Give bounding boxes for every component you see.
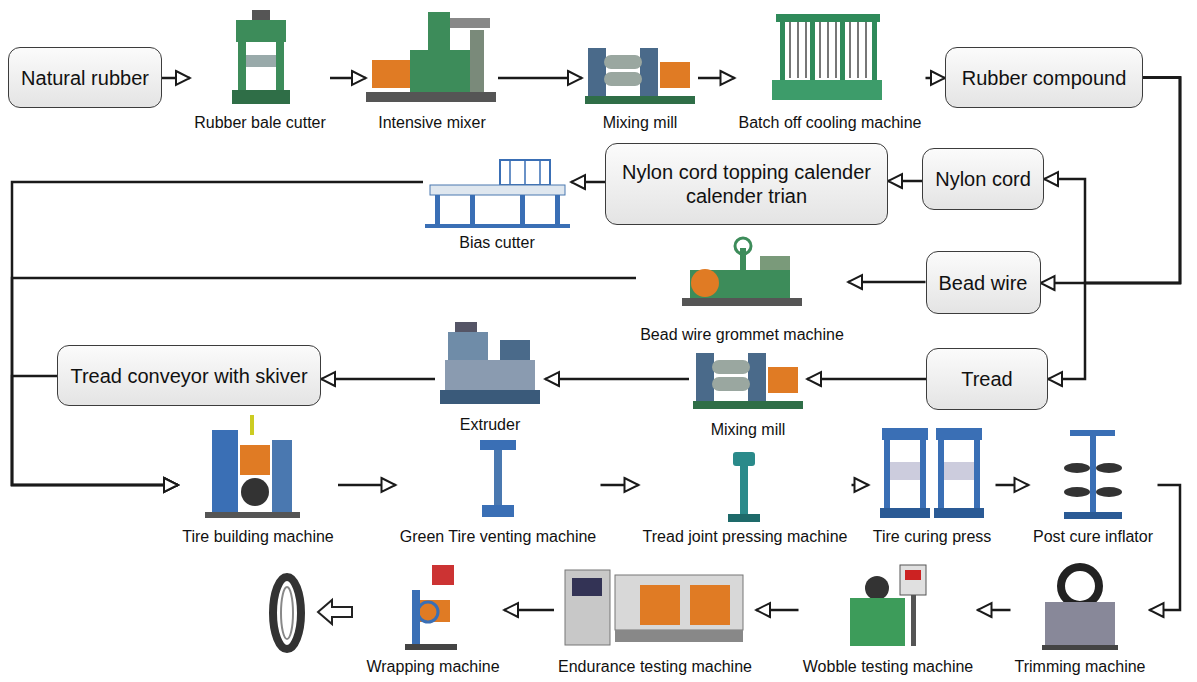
finished-tire: [273, 577, 301, 649]
flow-arrow: [504, 609, 554, 612]
wrapping-machine-figure: [405, 565, 457, 650]
grommet-machine-figure: [682, 238, 802, 306]
machine-caption: Batch off cooling machine: [739, 113, 922, 133]
venting-machine-figure: [480, 440, 516, 517]
flow-arrow: [12, 278, 636, 485]
flow-arrow: [852, 484, 869, 487]
pressing-machine-figure: [728, 452, 760, 522]
endurance-tester-figure: [565, 570, 743, 645]
flow-arrow: [848, 281, 926, 284]
process-box: Tread: [926, 348, 1048, 410]
machine-caption: Mixing mill: [711, 420, 786, 440]
machine-caption: Green Tire venting machine: [400, 527, 597, 547]
flow-arrow: [601, 484, 639, 487]
box-label: Tread: [961, 367, 1013, 391]
flow-arrow: [498, 77, 582, 80]
curing-press-figure: [880, 428, 984, 518]
machine-station: Rubber bale cutter: [190, 10, 330, 135]
flow-arrow: [996, 484, 1029, 487]
flow-arrow: [321, 378, 435, 381]
output-arrow: [318, 600, 352, 624]
machine-caption: Tire building machine: [182, 527, 333, 547]
machine-caption: Rubber bale cutter: [194, 113, 326, 133]
machine-station: Batch off cooling machine: [735, 8, 926, 135]
machine-caption: Endurance testing machine: [558, 657, 752, 677]
machine-caption: Tread joint pressing machine: [643, 527, 848, 547]
process-box: Nylon cord: [922, 148, 1044, 210]
box-label: Nylon cord topping calender calender tri…: [616, 160, 877, 208]
bias-cutter-figure: [425, 160, 570, 228]
cooling-machine-figure: [772, 14, 882, 100]
machine-station: Post cure inflator: [1029, 425, 1158, 549]
machine-caption: Bead wire grommet machine: [640, 325, 844, 345]
machine-station: Wobble testing machine: [799, 560, 978, 679]
flow-arrow: [545, 378, 689, 381]
trimming-machine-figure: [1042, 567, 1118, 650]
flow-arrow: [1041, 78, 1181, 284]
flow-arrow: [1044, 78, 1180, 284]
process-box: Bead wire: [926, 251, 1041, 314]
machine-station: Mixing mill: [582, 38, 698, 135]
machine-station: Extruder: [435, 318, 545, 437]
machine-station: Bias cutter: [423, 150, 571, 255]
machine-station: Green Tire venting machine: [396, 432, 601, 549]
flow-arrow: [12, 182, 423, 485]
flow-arrow: [756, 609, 799, 612]
box-label: Tread conveyor with skiver: [70, 364, 307, 388]
flow-arrow: [338, 484, 396, 487]
machine-caption: Trimming machine: [1015, 657, 1146, 677]
box-label: Nylon cord: [935, 167, 1031, 191]
box-label: Rubber compound: [962, 66, 1127, 90]
flow-arrow: [698, 77, 735, 80]
machine-caption: Mixing mill: [603, 113, 678, 133]
machine-station: Tread joint pressing machine: [639, 445, 852, 549]
process-box: Nylon cord topping calender calender tri…: [605, 143, 888, 225]
machine-station: Intensive mixer: [366, 8, 498, 135]
flow-arrow: [888, 180, 922, 183]
inflator-figure: [1064, 430, 1122, 519]
flow-arrow: [1048, 78, 1180, 380]
machine-caption: Wrapping machine: [366, 657, 499, 677]
flow-arrow: [1150, 485, 1181, 610]
machine-station: Bead wire grommet machine: [636, 233, 848, 347]
machine-caption: Wobble testing machine: [803, 657, 973, 677]
wobble-tester-figure: [850, 565, 926, 646]
machine-caption: Intensive mixer: [378, 113, 486, 133]
machine-station: Endurance testing machine: [554, 560, 756, 679]
machine-caption: Extruder: [460, 415, 520, 435]
flow-arrow: [330, 77, 366, 80]
box-label: Natural rubber: [21, 66, 149, 90]
machine-caption: Tire curing press: [873, 527, 992, 547]
intensive-mixer-figure: [366, 12, 496, 102]
process-box: Rubber compound: [945, 47, 1143, 108]
machine-station: Wrapping machine: [362, 560, 504, 679]
bale-cutter-figure: [232, 10, 290, 104]
machine-station: Tire curing press: [869, 420, 996, 549]
machine-station: Trimming machine: [1011, 560, 1150, 679]
machine-station: Tire building machine: [178, 412, 338, 549]
flow-arrow: [807, 378, 926, 381]
mixing-mill-figure: [585, 48, 695, 104]
machine-caption: Post cure inflator: [1033, 527, 1153, 547]
flow-arrow: [162, 77, 190, 80]
flow-arrow: [978, 609, 1011, 612]
machine-caption: Bias cutter: [459, 233, 535, 253]
mixing-mill-figure: [693, 353, 803, 409]
building-machine-figure: [205, 415, 300, 518]
process-box: Natural rubber: [8, 47, 162, 108]
flow-arrow: [926, 77, 946, 80]
box-label: Bead wire: [939, 271, 1028, 295]
flow-arrow: [571, 181, 605, 184]
machine-station: Mixing mill: [689, 343, 807, 442]
extruder-figure: [440, 322, 540, 404]
process-box: Tread conveyor with skiver: [57, 345, 321, 406]
